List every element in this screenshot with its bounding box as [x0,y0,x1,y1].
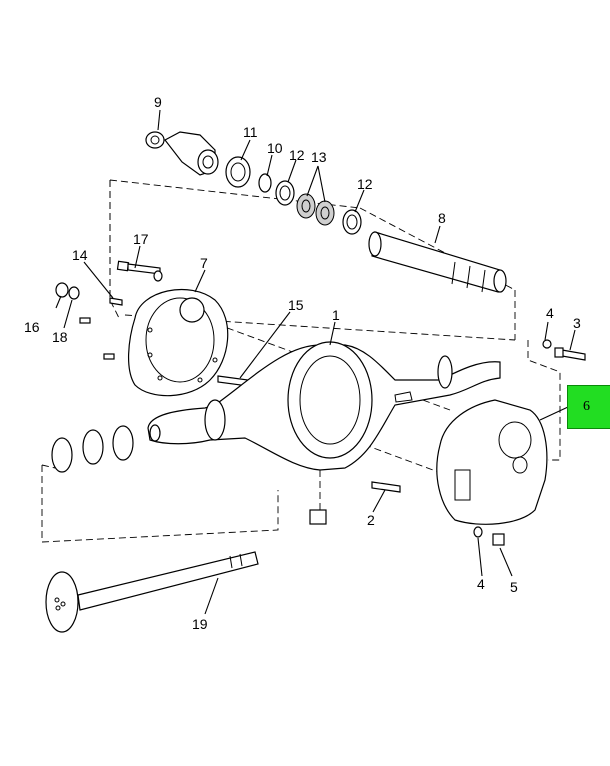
callout-8: 8 [438,210,446,226]
upper-phantom-lines [109,179,516,341]
bearing-set [275,180,362,235]
bolt-17 [116,260,163,282]
snap-ring [258,173,272,193]
callout-2: 2 [367,512,375,528]
callout-13: 13 [311,149,327,165]
pinion-yoke [145,131,219,176]
pinion-shaft [368,231,507,293]
callout-10: 10 [267,140,283,156]
highlight-box-6[interactable] [567,385,610,429]
callout-11: 11 [243,124,258,140]
callout-3: 3 [573,315,581,331]
callout-14: 14 [72,247,88,263]
callout-12b: 12 [357,176,373,192]
callout-12: 12 [289,147,305,163]
bolt-3 [542,339,586,361]
callout-15: 15 [288,297,304,313]
washer-4 [473,526,483,538]
thrust-washers [51,425,134,473]
callout-4: 4 [546,305,554,321]
callout-16: 16 [24,319,40,335]
stud-14 [109,297,123,306]
callout-9: 9 [154,94,162,110]
callout-7: 7 [200,255,208,271]
nut-5 [492,533,505,546]
callout-1: 1 [332,307,340,323]
right-phantom-box [527,340,561,461]
callout-18: 18 [52,329,68,345]
differential-cover [436,399,548,525]
seal [225,156,251,188]
drain-plug [309,509,327,525]
axle-housing [147,341,501,471]
carrier-flange [127,288,229,397]
washer-16-18 [55,282,115,360]
callout-5: 5 [510,579,518,595]
leader-lines [55,109,576,615]
callout-17: 17 [133,231,149,247]
stud-2 [371,481,401,493]
callout-19: 19 [192,616,208,632]
callout-4b: 4 [477,576,485,592]
axle-shaft [45,551,259,633]
highlight-label-6: 6 [583,399,590,414]
